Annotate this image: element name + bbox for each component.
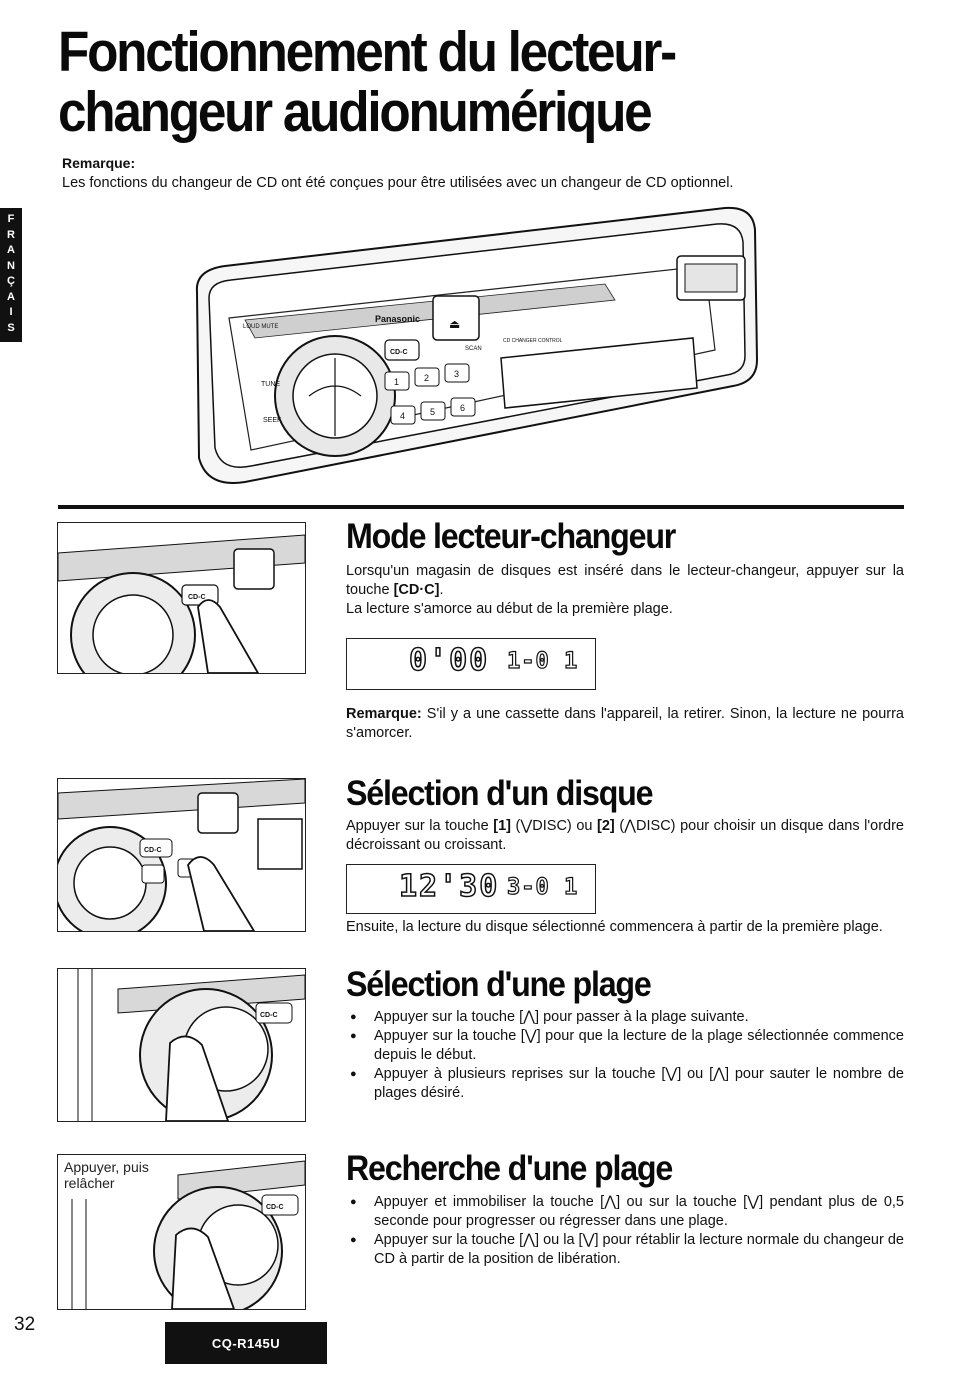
cd-c-label: CD-C (390, 349, 408, 356)
section-heading: Recherche d'une plage (346, 1149, 673, 1188)
pressing-finger (165, 1035, 229, 1121)
section-search-list: Appuyer et immobiliser la touche [⋀] ou … (346, 1193, 904, 1269)
section-heading: Sélection d'un disque (346, 774, 654, 813)
mode-illustration-drawing: CD-C (58, 534, 305, 673)
section-disc: Sélection d'un disque (346, 775, 906, 813)
language-tab-letter: A (7, 290, 15, 303)
section-disc-text: Appuyer sur la touche [1] (⋁DISC) ou [2]… (346, 817, 904, 855)
brand-label: Panasonic (375, 314, 420, 324)
page-title: Fonctionnement du lecteur-changeur audio… (58, 20, 677, 144)
section-search: Recherche d'une plage (346, 1150, 906, 1188)
preset-5-label: 5 (430, 407, 435, 417)
language-tab-letter: R (7, 228, 15, 241)
list-item: Appuyer et immobiliser la touche [⋀] ou … (346, 1193, 904, 1231)
preset-6-label: 6 (460, 403, 465, 413)
search-illustration: Appuyer, puis relâcher CD-C (57, 1154, 306, 1310)
preset-1-label: 1 (394, 377, 399, 387)
disc-illustration-drawing: CD-C (58, 779, 305, 931)
remark-label: Remarque: (62, 155, 136, 171)
text: Appuyer sur la touche (346, 818, 494, 834)
list-item: Appuyer sur la touche [⋀] pour passer à … (346, 1008, 904, 1027)
section-mode-remark: Remarque: S'il y a une cassette dans l'a… (346, 705, 904, 743)
key-label: [CD·C] (393, 582, 440, 598)
lcd-time: 12'30 (398, 868, 500, 905)
loud-mute-label: LOUD MUTE (243, 324, 278, 330)
text: . (439, 582, 444, 598)
list-item: Appuyer à plusieurs reprises sur la touc… (346, 1065, 904, 1103)
cd-c-label: CD-C (144, 847, 162, 854)
text: (⋀DISC) pour choisir un disque dans l'or… (346, 818, 904, 853)
track-illustration: CD-C (57, 968, 306, 1122)
section-mode: Mode lecteur-changeur (346, 518, 906, 556)
preset-4-label: 4 (400, 411, 405, 421)
pressing-finger (171, 1227, 235, 1309)
key-label: [1] (493, 818, 511, 834)
lcd-display: 12'30 3-0 1 (346, 864, 596, 914)
scan-label: SCAN (465, 346, 482, 352)
cd-c-label: CD-C (260, 1012, 278, 1019)
cd-changer-control-label: CD CHANGER CONTROL (503, 338, 563, 344)
page-number: 32 (14, 1314, 36, 1335)
illustration-caption: Appuyer, puis relâcher (64, 1159, 149, 1191)
seek-label: SEEK (263, 417, 282, 424)
language-tab-letter: N (7, 259, 15, 272)
car-stereo-illustration: Panasonic LOUD MUTE TUNE SEEK ⏏ CD-C SCA… (195, 206, 759, 484)
preset-3-label: 3 (454, 369, 459, 379)
track-illustration-drawing: CD-C (77, 969, 305, 1121)
disc-illustration: CD-C (57, 778, 306, 932)
list-item: Appuyer sur la touche [⋀] ou la [⋁] pour… (346, 1231, 904, 1269)
model-badge: CQ-R145U (165, 1322, 327, 1364)
key-label: [2] (597, 818, 615, 834)
svg-text:⏏: ⏏ (449, 317, 460, 331)
preset-buttons: 1 2 3 4 5 6 (384, 363, 476, 425)
cd-c-button (384, 339, 420, 361)
list-item: Appuyer sur la touche [⋁] pour que la le… (346, 1027, 904, 1065)
section-divider (58, 505, 904, 509)
section-disc-after: Ensuite, la lecture du disque sélectionn… (346, 919, 883, 935)
lcd-display: 0'00 1-0 1 (346, 638, 596, 690)
pressing-finger (187, 856, 256, 931)
language-tab-letter: A (7, 244, 15, 256)
section-track: Sélection d'une plage (346, 966, 906, 1004)
search-illustration-drawing: CD-C (71, 1160, 305, 1309)
lcd-track: 1-0 1 (506, 648, 579, 674)
section-heading: Sélection d'une plage (346, 965, 652, 1004)
section-track-list: Appuyer sur la touche [⋀] pour passer à … (346, 1008, 904, 1103)
text: (⋁DISC) ou (510, 818, 598, 834)
tune-label: TUNE (261, 381, 280, 388)
cd-c-label: CD-C (266, 1204, 284, 1211)
section-heading: Mode lecteur-changeur (346, 517, 676, 556)
language-tab: F R A N Ç A I S (0, 208, 22, 342)
pressing-finger (197, 599, 260, 673)
section-mode-text: Lorsqu'un magasin de disques est inséré … (346, 562, 904, 619)
remark-label: Remarque: (346, 706, 422, 722)
lcd-time: 0'00 (408, 642, 490, 679)
language-tab-letter: F (7, 213, 15, 225)
text: Lorsqu'un magasin de disques est inséré … (346, 563, 904, 598)
lcd-track: 3-0 1 (506, 874, 579, 900)
language-tab-letter: I (9, 306, 13, 318)
cd-c-label: CD-C (188, 594, 206, 601)
remark-text: Les fonctions du changeur de CD ont été … (62, 175, 734, 191)
display-window (500, 337, 698, 409)
remark-text: S'il y a une cassette dans l'appareil, l… (346, 706, 904, 741)
preset-2-label: 2 (424, 373, 429, 383)
text: La lecture s'amorce au début de la premi… (346, 601, 673, 617)
eject-button (432, 295, 480, 341)
language-tab-letter: S (7, 321, 15, 334)
mode-illustration: CD-C (57, 522, 306, 674)
language-tab-letter: Ç (7, 275, 15, 287)
